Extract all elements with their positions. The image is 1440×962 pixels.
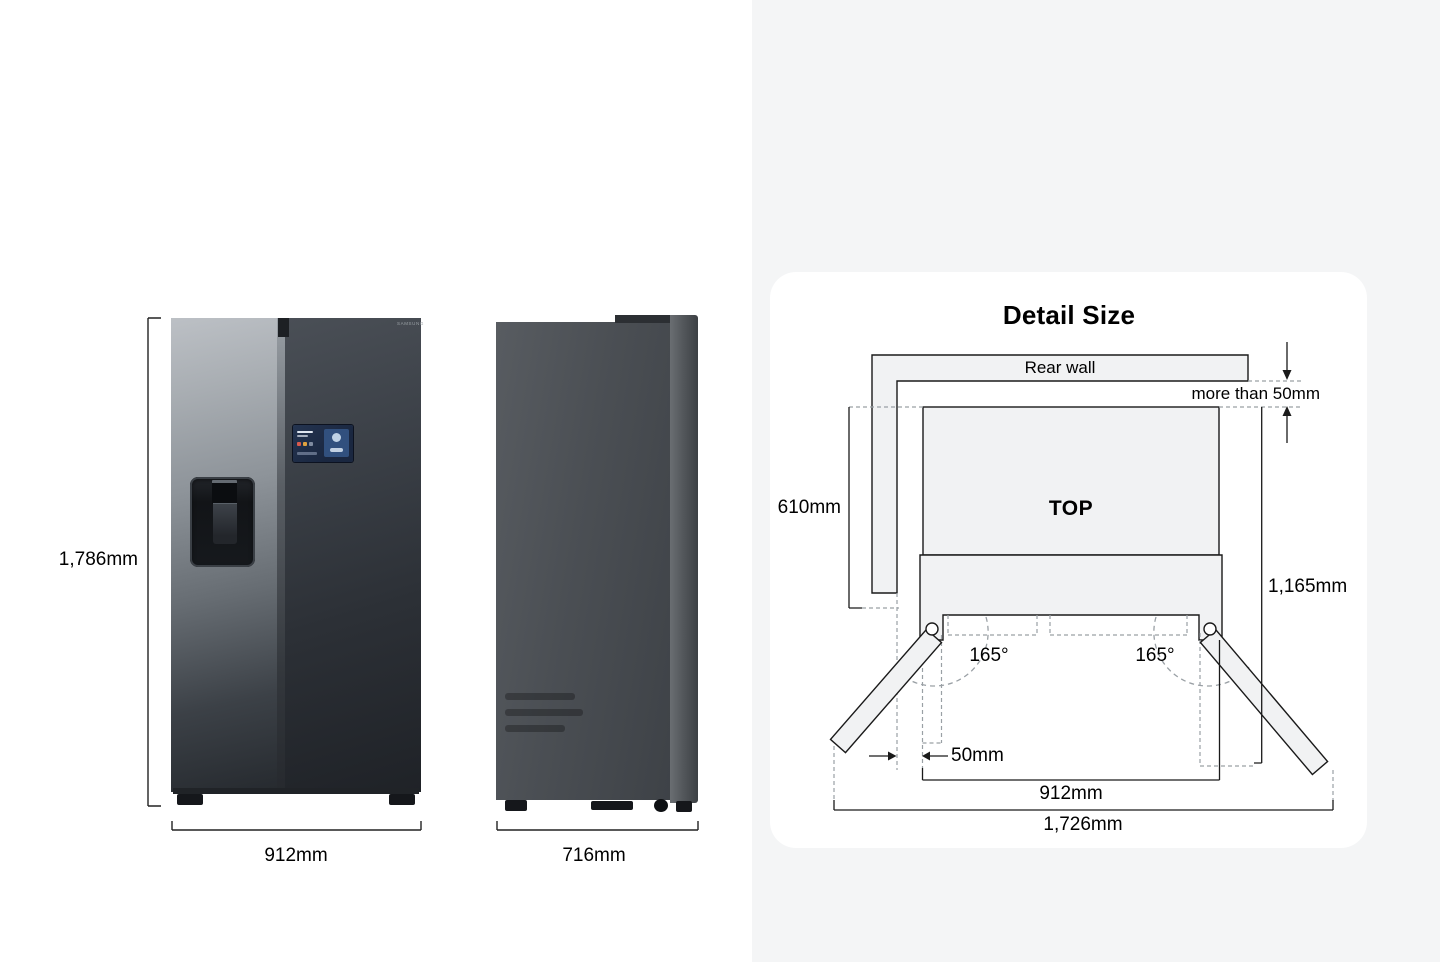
screen-text-line bbox=[297, 435, 308, 437]
fridge-hinge-cap bbox=[278, 318, 289, 337]
dispenser-chute bbox=[212, 480, 237, 504]
rear-clearance-label: more than 50mm bbox=[1191, 384, 1321, 403]
family-hub-screen bbox=[293, 425, 353, 462]
fridge-foot bbox=[591, 801, 633, 810]
side-view-vent-slat bbox=[505, 693, 575, 700]
rear-wall-label: Rear wall bbox=[1024, 358, 1096, 377]
fridge-foot bbox=[505, 800, 527, 811]
screen-card-button bbox=[330, 448, 343, 452]
right-door-angle-label: 165° bbox=[1135, 645, 1175, 666]
fridge-door-divider bbox=[277, 318, 285, 792]
side-depth-label: 716mm bbox=[562, 845, 626, 866]
screen-card bbox=[324, 429, 349, 457]
fridge-foot bbox=[177, 794, 203, 805]
fridge-wheel bbox=[654, 799, 668, 812]
front-width-label: 912mm bbox=[264, 845, 328, 866]
fridge-side-view bbox=[496, 315, 698, 812]
screen-icon-row bbox=[297, 452, 317, 455]
fridge-foot bbox=[676, 801, 692, 812]
body-width-label: 912mm bbox=[1039, 783, 1103, 804]
side-view-door-edge bbox=[670, 315, 698, 803]
screen-app-icon bbox=[297, 442, 301, 446]
left-door-angle-label: 165° bbox=[969, 645, 1009, 666]
fridge-front-view: SAMSUNG bbox=[171, 318, 424, 806]
screen-card-graphic bbox=[332, 433, 341, 442]
side-clearance-label: 50mm bbox=[951, 745, 1004, 766]
top-view-label: TOP bbox=[1048, 497, 1094, 520]
screen-text-line bbox=[297, 431, 313, 433]
side-view-top-cap bbox=[615, 315, 670, 323]
dispenser-paddle bbox=[213, 503, 237, 544]
side-view-vent-slat bbox=[505, 725, 565, 732]
body-depth-label: 610mm bbox=[777, 497, 841, 518]
water-ice-dispenser bbox=[190, 477, 255, 567]
detail-size-title: Detail Size bbox=[1002, 300, 1136, 330]
side-view-vent-slat bbox=[505, 709, 583, 716]
screen-app-icon bbox=[309, 442, 313, 446]
front-height-label: 1,786mm bbox=[58, 549, 138, 570]
open-width-label: 1,726mm bbox=[1043, 814, 1123, 835]
open-depth-label: 1,165mm bbox=[1268, 576, 1348, 597]
fridge-base-shadow bbox=[173, 788, 419, 794]
fridge-foot bbox=[389, 794, 415, 805]
fridge-right-door bbox=[285, 318, 421, 792]
side-view-body bbox=[496, 322, 670, 800]
screen-app-icon bbox=[303, 442, 307, 446]
brand-logo: SAMSUNG bbox=[397, 321, 424, 326]
